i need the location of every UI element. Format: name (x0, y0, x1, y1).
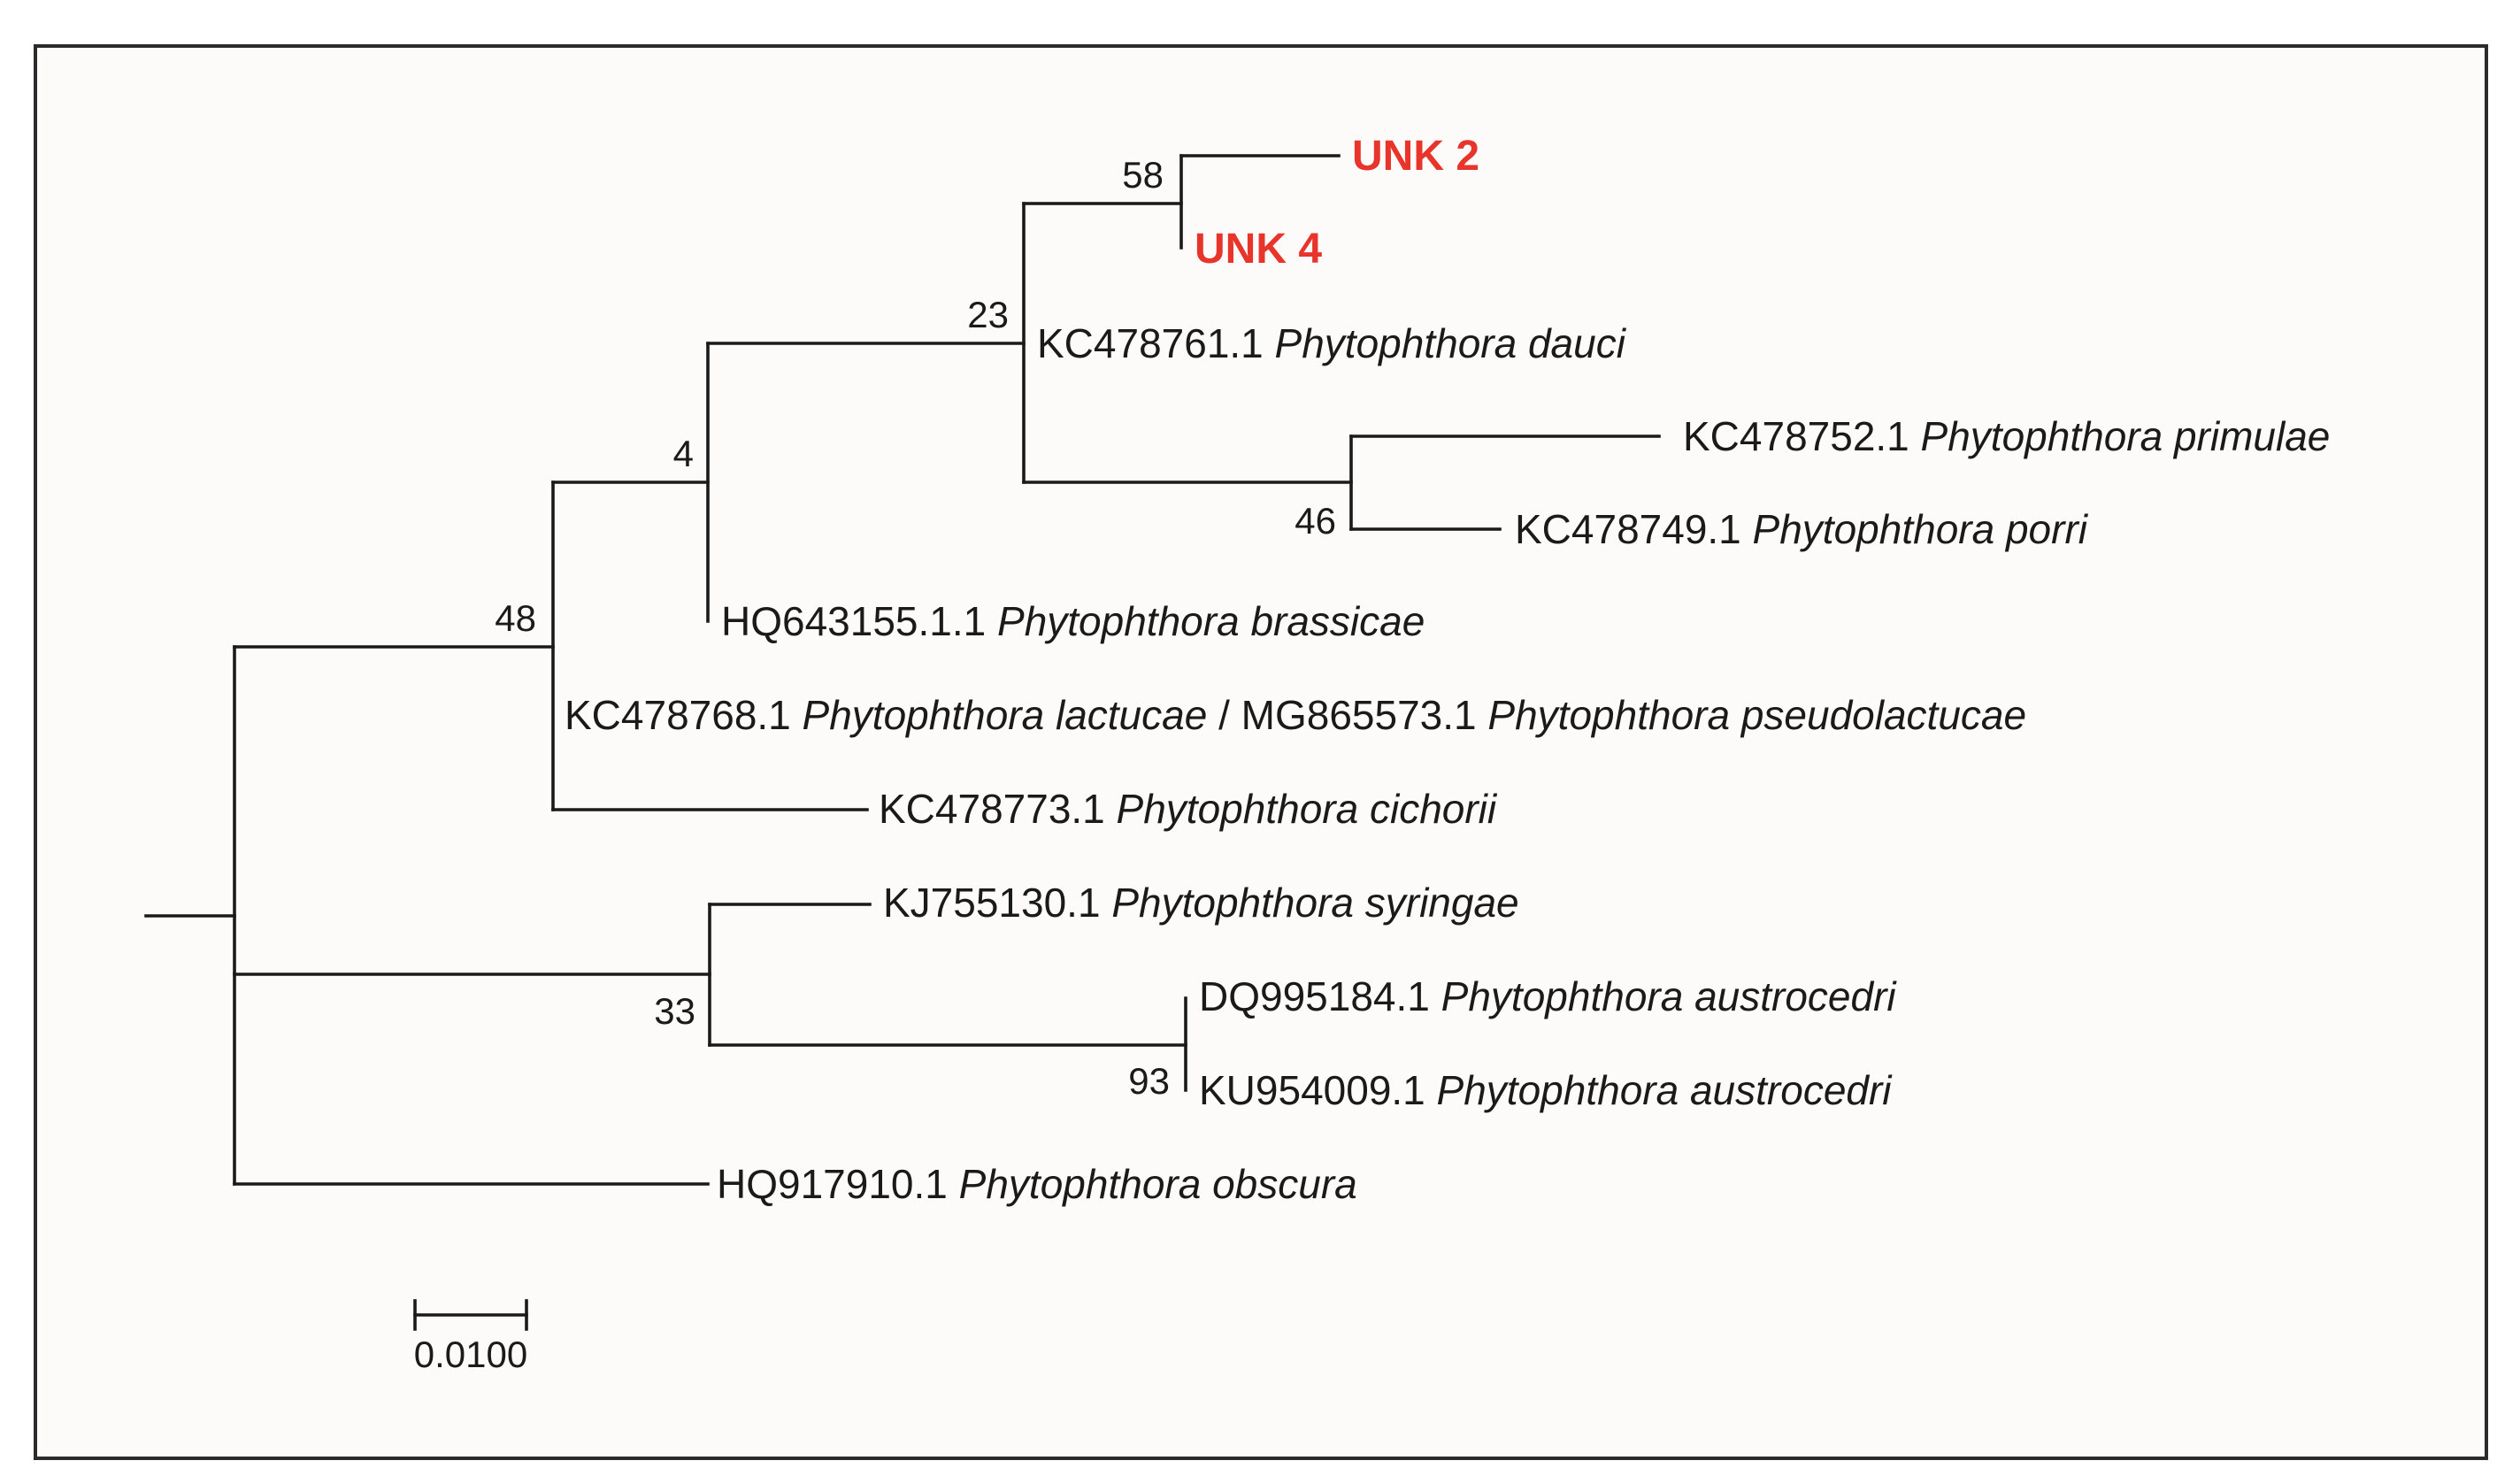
tip-brassicae: HQ643155.1.1 Phytophthora brassicae (721, 598, 1425, 644)
accession: KJ755130.1 (883, 880, 1101, 926)
tip-austrocedri-1: DQ995184.1 Phytophthora austrocedri (1199, 973, 1897, 1019)
accession: DQ995184.1 (1199, 973, 1430, 1019)
separator: / (1218, 692, 1230, 738)
species-name: Phytophthora cichorii (1117, 786, 1498, 832)
accession: KU954009.1 (1199, 1067, 1425, 1113)
bootstrap-23: 23 (967, 294, 1009, 335)
tip-syringae: KJ755130.1 Phytophthora syringae (883, 880, 1519, 926)
scale-bar: 0.0100 (413, 1299, 528, 1375)
tip-unk4: UNK 4 (1195, 226, 1322, 273)
tip-obscura: HQ917910.1 Phytophthora obscura (717, 1161, 1357, 1207)
tip-labels: UNK 2 UNK 4 KC478761.1 Phytophthora dauc… (565, 133, 2330, 1207)
bootstrap-33: 33 (654, 990, 695, 1032)
accession: KC478752.1 (1683, 413, 1909, 459)
tip-cichorii: KC478773.1 Phytophthora cichorii (879, 786, 1498, 832)
accession-2: MG865573.1 (1241, 692, 1477, 738)
species-name-2: Phytophthora pseudolactucae (1487, 692, 2026, 738)
bootstrap-48: 48 (495, 597, 536, 639)
scale-bar-label: 0.0100 (414, 1334, 527, 1375)
accession: KC478761.1 (1037, 320, 1264, 366)
tip-primulae: KC478752.1 Phytophthora primulae (1683, 413, 2330, 459)
species-name: Phytophthora austrocedri (1441, 973, 1898, 1019)
species-name: Phytophthora austrocedri (1437, 1067, 1894, 1113)
tip-austrocedri-2: KU954009.1 Phytophthora austrocedri (1199, 1067, 1893, 1113)
accession: HQ643155.1.1 (721, 598, 986, 644)
tip-lactucae: KC478768.1 Phytophthora lactucae / MG865… (565, 692, 2026, 738)
species-name: Phytophthora lactucae (803, 692, 1208, 738)
tip-porri: KC478749.1 Phytophthora porri (1515, 506, 2089, 552)
accession: HQ917910.1 (717, 1161, 948, 1207)
accession: KC478773.1 (879, 786, 1105, 832)
figure-frame (34, 44, 2488, 1460)
species-name: Phytophthora porri (1753, 506, 2089, 552)
bootstrap-46: 46 (1295, 500, 1336, 542)
accession: KC478768.1 (565, 692, 791, 738)
bootstrap-58: 58 (1122, 154, 1164, 196)
tip-dauci: KC478761.1 Phytophthora dauci (1037, 320, 1627, 366)
tip-unk2: UNK 2 (1352, 133, 1479, 180)
species-name: Phytophthora brassicae (997, 598, 1425, 644)
species-name: Phytophthora dauci (1275, 320, 1627, 366)
bootstrap-4: 4 (673, 433, 694, 474)
accession: KC478749.1 (1515, 506, 1741, 552)
bootstrap-93: 93 (1128, 1060, 1170, 1102)
tree-branches (144, 154, 1661, 1186)
species-name: Phytophthora obscura (959, 1161, 1357, 1207)
species-name: Phytophthora syringae (1111, 880, 1518, 926)
bootstrap-values: 58 23 46 4 48 33 93 (495, 154, 1336, 1102)
species-name: Phytophthora primulae (1921, 413, 2331, 459)
